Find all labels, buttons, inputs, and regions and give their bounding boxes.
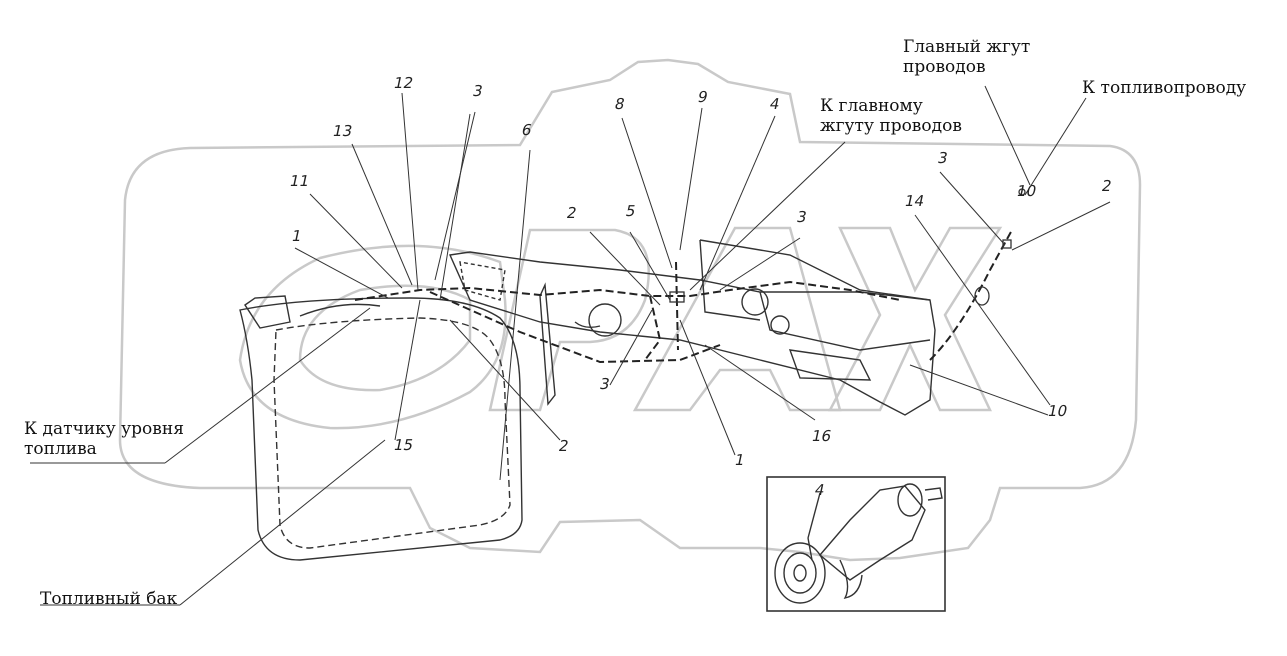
label-to-fuel-line: К топливопроводу	[1082, 78, 1247, 98]
callout-10: 10	[1046, 402, 1070, 420]
inset-fuel-sensor	[766, 476, 946, 612]
label-main-harness: Главный жгут проводов	[903, 37, 1031, 77]
callout-15: 15	[392, 436, 416, 454]
harness-parts-drawing	[669, 188, 1026, 306]
chassis-frame-drawing	[448, 239, 936, 416]
callout-13: 13	[331, 122, 355, 140]
watermark-logo	[118, 58, 1142, 562]
label-to-fuel-level-sensor: К датчику уровня топлива	[24, 419, 184, 459]
callout-14: 14	[903, 192, 927, 210]
wiring-harness-drawing	[354, 229, 1013, 364]
fuel-tank-drawing	[239, 295, 523, 561]
leader-lines	[30, 85, 1111, 606]
callout-12: 12	[392, 74, 416, 92]
callout-16: 16	[810, 427, 834, 445]
callout-11: 11	[288, 172, 312, 190]
label-to-main-harness: К главному жгуту проводов	[820, 96, 962, 136]
label-fuel-tank: Топливный бак	[40, 589, 178, 609]
callout-10-top: 10	[1015, 182, 1039, 200]
